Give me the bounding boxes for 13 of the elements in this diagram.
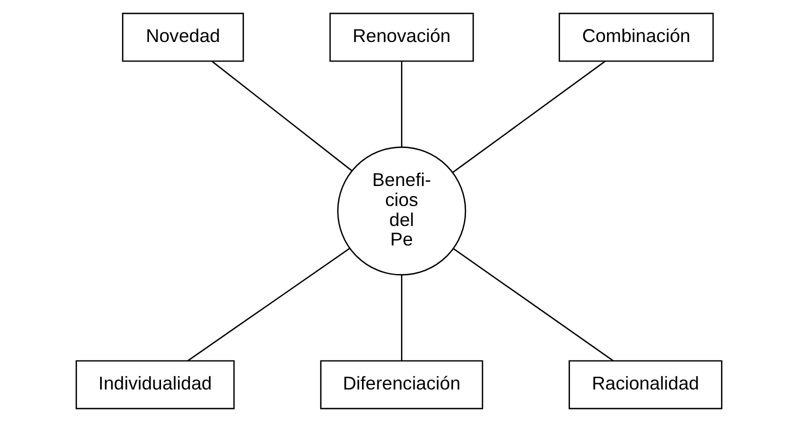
node-circle: Benefi- cios del Pe	[337, 146, 466, 276]
connector	[452, 60, 606, 173]
connector	[400, 61, 402, 148]
node-box: Renovación	[329, 12, 474, 62]
node-box: Racionalidad	[568, 360, 722, 410]
node-box: Individualidad	[76, 360, 235, 410]
connector	[212, 60, 352, 172]
node-box: Combinación	[558, 12, 714, 62]
node-box: Diferenciación	[320, 360, 484, 410]
node-box: Novedad	[122, 12, 244, 62]
connector	[400, 275, 402, 361]
connector	[452, 248, 614, 362]
connector	[187, 248, 350, 362]
